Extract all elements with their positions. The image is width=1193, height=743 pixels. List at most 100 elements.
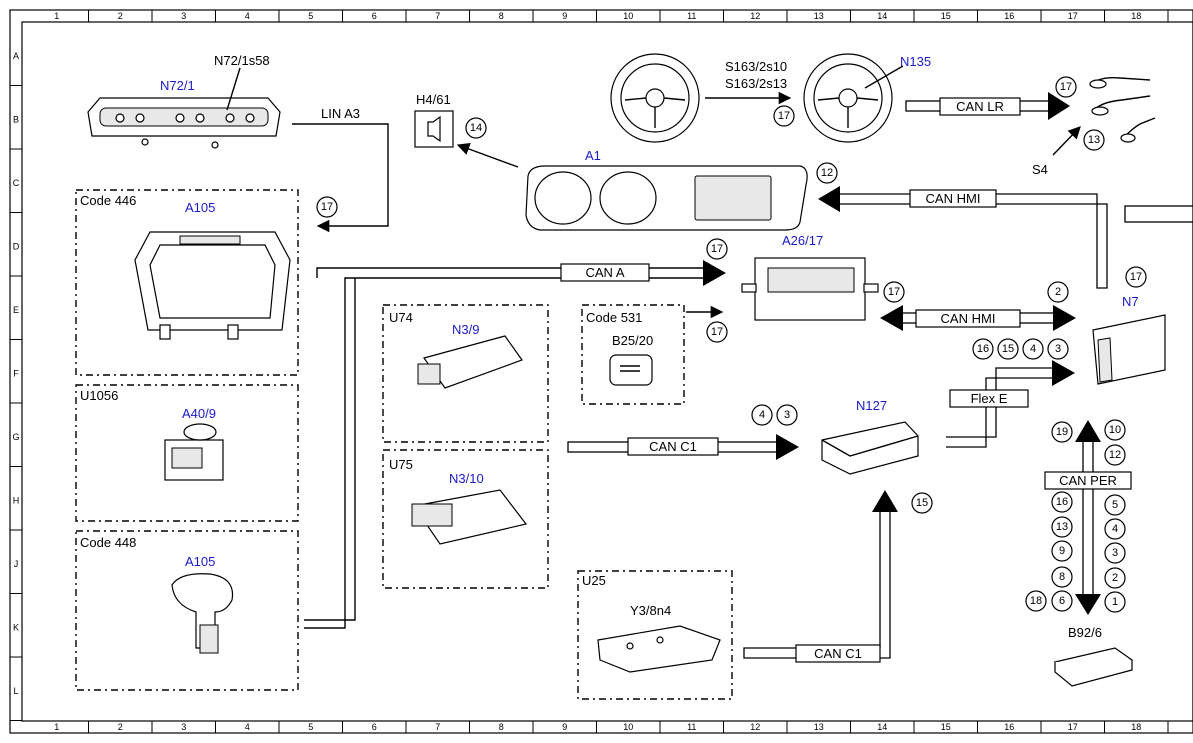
marker-4-flex: 4 <box>1022 338 1044 360</box>
grid-col-label: 4 <box>245 722 250 732</box>
svg-text:16: 16 <box>1056 496 1068 508</box>
svg-text:18: 18 <box>1030 595 1042 607</box>
group-u74-label: U74 <box>389 310 413 325</box>
marker-13-per-left: 13 <box>1051 516 1073 538</box>
svg-text:17: 17 <box>1130 271 1142 283</box>
a26-17-unit <box>741 257 879 321</box>
svg-text:5: 5 <box>1112 499 1118 511</box>
svg-text:16: 16 <box>977 343 989 355</box>
a40-9-controller <box>164 423 224 481</box>
a105-overhead-panel <box>134 231 291 340</box>
svg-text:15: 15 <box>916 497 928 509</box>
can-hmi-top-label-box <box>909 189 997 208</box>
s4-arrow <box>1052 126 1081 156</box>
can-c1-mid-label: CAN C1 <box>649 439 697 454</box>
grid-col-label: 16 <box>1004 722 1014 732</box>
n7-label: N7 <box>1122 294 1139 309</box>
grid-row-label: A <box>13 51 19 61</box>
can-c1-bottom-arrowhead <box>872 490 898 512</box>
n3-10-label: N3/10 <box>449 471 484 486</box>
a1-to-h461-arrow <box>456 142 519 168</box>
drawing-frame <box>9 9 1193 734</box>
steering-wheel-right <box>803 53 904 143</box>
marker-17-code531: 17 <box>706 321 728 343</box>
grid-row-label: D <box>13 241 20 251</box>
a26-17-label: A26/17 <box>782 233 823 248</box>
svg-text:3: 3 <box>1112 547 1118 559</box>
a105-446-label: A105 <box>185 200 215 215</box>
grid-col-label: 9 <box>562 11 567 21</box>
svg-text:1: 1 <box>1112 596 1118 608</box>
marker-17-s163: 17 <box>773 105 795 127</box>
can-per-label-box <box>1044 471 1132 490</box>
lin-a3-line <box>292 123 389 233</box>
a105-shifter <box>171 573 234 654</box>
can-a-label: CAN A <box>585 265 624 280</box>
s4-combination-switch <box>1089 76 1156 143</box>
a1-instrument-cluster <box>525 165 808 231</box>
can-lr-arrowhead <box>1048 92 1070 120</box>
marker-16-flex: 16 <box>972 338 994 360</box>
grid-row-label: J <box>14 559 19 569</box>
marker-13-s4: 13 <box>1083 129 1105 151</box>
marker-4-per-right: 4 <box>1104 518 1126 540</box>
marker-14: 14 <box>465 117 487 139</box>
can-per-arrowhead-up <box>1075 420 1101 442</box>
grid-col-label: 12 <box>750 11 760 21</box>
s163-2s13-label: S163/2s13 <box>725 76 787 91</box>
marker-12-per-right: 12 <box>1104 444 1126 466</box>
grid-col-label: 3 <box>181 722 186 732</box>
can-per-label: CAN PER <box>1059 473 1117 488</box>
svg-text:17: 17 <box>711 326 723 338</box>
grid-col-label: 5 <box>308 11 313 21</box>
offpage-connector <box>1124 205 1193 223</box>
s4-label: S4 <box>1032 162 1048 177</box>
y3-8n4-label: Y3/8n4 <box>630 603 671 618</box>
marker-4-c1: 4 <box>751 404 773 426</box>
svg-text:13: 13 <box>1056 521 1068 533</box>
marker-1-per-right: 1 <box>1104 591 1126 613</box>
flex-e-label-box <box>949 389 1029 408</box>
svg-text:2: 2 <box>1055 286 1061 298</box>
marker-3-c1: 3 <box>776 404 798 426</box>
grid-col-label: 17 <box>1068 722 1078 732</box>
svg-text:3: 3 <box>784 409 790 421</box>
svg-text:12: 12 <box>821 167 833 179</box>
marker-19-per-left: 19 <box>1051 421 1073 443</box>
a1-label: A1 <box>585 148 601 163</box>
marker-18-per-left: 18 <box>1025 590 1047 612</box>
svg-text:12: 12 <box>1109 449 1121 461</box>
marker-15-flex: 15 <box>997 338 1019 360</box>
speaker-icon <box>427 115 441 143</box>
can-per-arrowhead-down <box>1075 594 1101 615</box>
a40-9-label: A40/9 <box>182 406 216 421</box>
marker-3-flex: 3 <box>1047 338 1069 360</box>
marker-8-per-left: 8 <box>1051 566 1073 588</box>
svg-text:17: 17 <box>711 243 723 255</box>
can-hmi-mid-label: CAN HMI <box>941 311 996 326</box>
drawing-border <box>21 21 1193 722</box>
grid-col-label: 17 <box>1068 11 1078 21</box>
svg-text:3: 3 <box>1055 343 1061 355</box>
grid-row-label: L <box>13 686 18 696</box>
flex-e-arrowhead <box>1052 360 1075 386</box>
marker-6-per-left: 6 <box>1051 590 1073 612</box>
svg-text:8: 8 <box>1059 571 1065 583</box>
can-c1-bottom-label-box <box>795 644 881 663</box>
can-lr-label: CAN LR <box>956 99 1004 114</box>
group-u74 <box>382 304 549 443</box>
svg-text:4: 4 <box>1030 343 1036 355</box>
can-lr-label-box <box>939 97 1021 116</box>
grid-col-label: 13 <box>814 722 824 732</box>
grid-col-label: 1 <box>54 722 59 732</box>
can-c1-mid-arrowhead <box>776 434 799 460</box>
grid-col-label: 3 <box>181 11 186 21</box>
grid-col-label: 10 <box>623 11 633 21</box>
marker-17-s4: 17 <box>1055 76 1077 98</box>
svg-text:14: 14 <box>470 122 482 134</box>
n72-1s58-label: N72/1s58 <box>214 53 270 68</box>
grid-col-label: 11 <box>687 722 696 732</box>
